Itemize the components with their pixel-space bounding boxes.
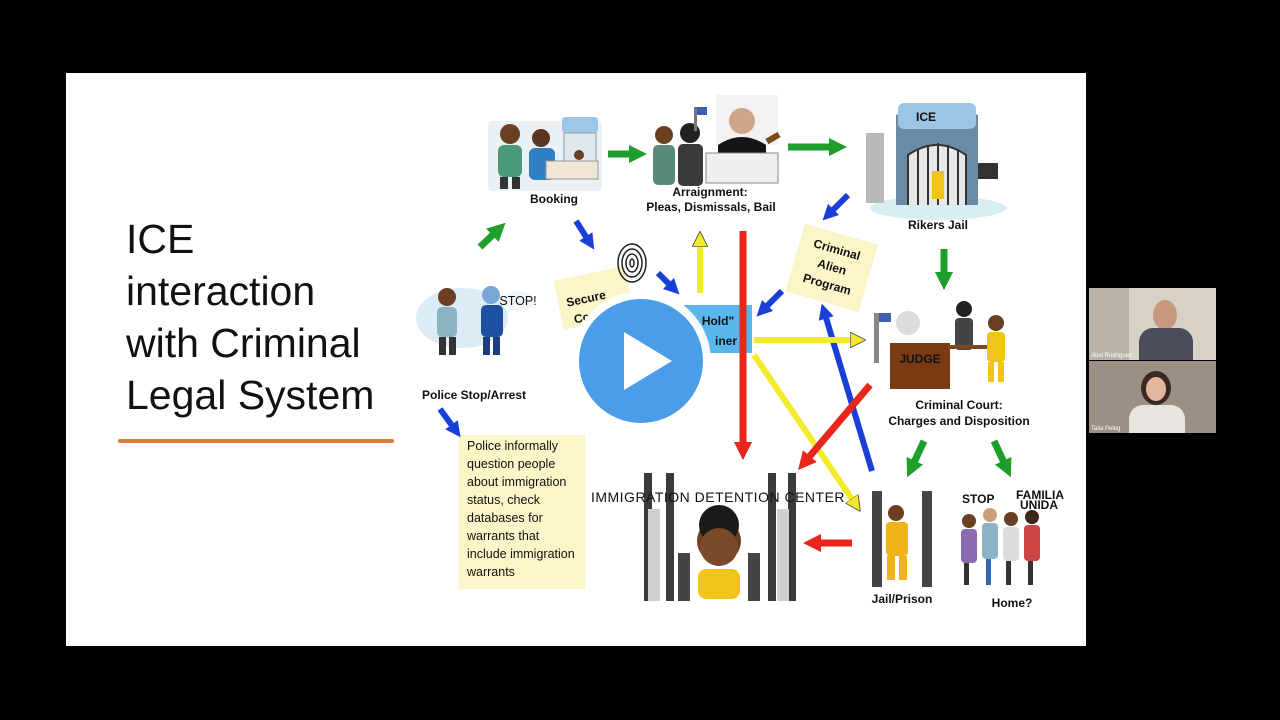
arrow-court-to-detention [798,382,873,470]
police-note-line: question people [467,457,555,471]
title-line: Legal System [126,372,375,418]
stop-sign-text: STOP [962,492,994,506]
label-court-line1: Criminal Court: [915,398,1002,412]
arraignment-illustration [653,95,781,186]
police-note-line: status, check [467,493,541,507]
hold-text-line1: Hold" [702,314,734,328]
criminal-alien-program-label: Criminal Alien Program [785,223,878,313]
slide-title: ICE interaction with Criminal Legal Syst… [126,213,416,421]
participant-video-background [1089,288,1129,360]
arrow-police-to-booking [477,222,506,250]
ice-sign-text: ICE [916,110,936,124]
arrow-police-to-note [437,407,461,438]
flow-diagram: Booking Arraignment: Pleas, Dismissals, … [416,95,1064,610]
police-note-line: include immigration [467,547,575,561]
participant-name: Abel Rodriguez [1091,353,1133,359]
home-illustration: STOP FAMILIA UNIDA [960,488,1064,585]
familia-text: FAMILIA [1016,488,1064,502]
criminal-court-illustration: JUDGE [874,301,1005,389]
participant-body [1139,328,1193,360]
label-booking: Booking [530,192,578,206]
police-note-line: databases for [467,511,543,525]
detention-center-illustration [644,473,796,601]
police-note-line: Police informally [467,439,559,453]
title-underline [118,439,394,443]
presentation-slide: ICE interaction with Criminal Legal Syst… [66,73,1086,646]
label-rikers-jail: Rikers Jail [908,218,968,232]
arrow-hold-to-jail [751,353,856,505]
participant-face [1146,377,1166,401]
arrow-cap-to-hold [756,288,785,317]
jail-prison-illustration [872,491,932,587]
judge-sign-text: JUDGE [899,352,940,366]
arrow-court-to-jail [906,439,928,478]
title-line: interaction [126,268,316,314]
fingerprint-icon [617,243,647,283]
rikers-jail-illustration: ICE [866,103,1006,220]
police-note-box: Police informally question people about … [459,435,585,589]
label-police-stop: Police Stop/Arrest [422,388,526,402]
police-note-line: warrants [466,565,515,579]
participant-tile[interactable]: Talia Peleg [1089,361,1216,433]
participant-head [1153,300,1177,330]
play-icon [571,291,711,431]
police-note-line: about immigration [467,475,566,489]
booking-illustration [488,117,602,191]
play-button[interactable] [568,288,714,434]
title-line: with Criminal [126,320,361,366]
hold-text-line2: iner [715,334,737,348]
stop-bubble-text: STOP! [499,294,536,308]
label-home: Home? [992,596,1033,610]
label-detention-center: IMMIGRATION DETENTION CENTER [591,489,845,505]
police-stop-illustration: STOP! [416,286,537,355]
unida-text: UNIDA [1020,498,1058,512]
participant-tile[interactable]: Abel Rodriguez [1089,288,1216,360]
label-court-line2: Charges and Disposition [888,414,1029,428]
arrow-rikers-to-cap [822,192,851,221]
label-jail-prison: Jail/Prison [872,592,933,606]
arrow-booking-to-secure [573,219,595,250]
arrow-secure-to-hold [655,270,680,295]
arrow-court-to-home [990,439,1012,478]
participant-body [1129,405,1185,433]
participant-name: Talia Peleg [1091,426,1121,432]
police-note-line: warrants that [466,529,540,543]
label-arraignment-line2: Pleas, Dismissals, Bail [646,200,775,214]
title-line: ICE [126,216,195,262]
label-arraignment-line1: Arraignment: [672,185,747,199]
